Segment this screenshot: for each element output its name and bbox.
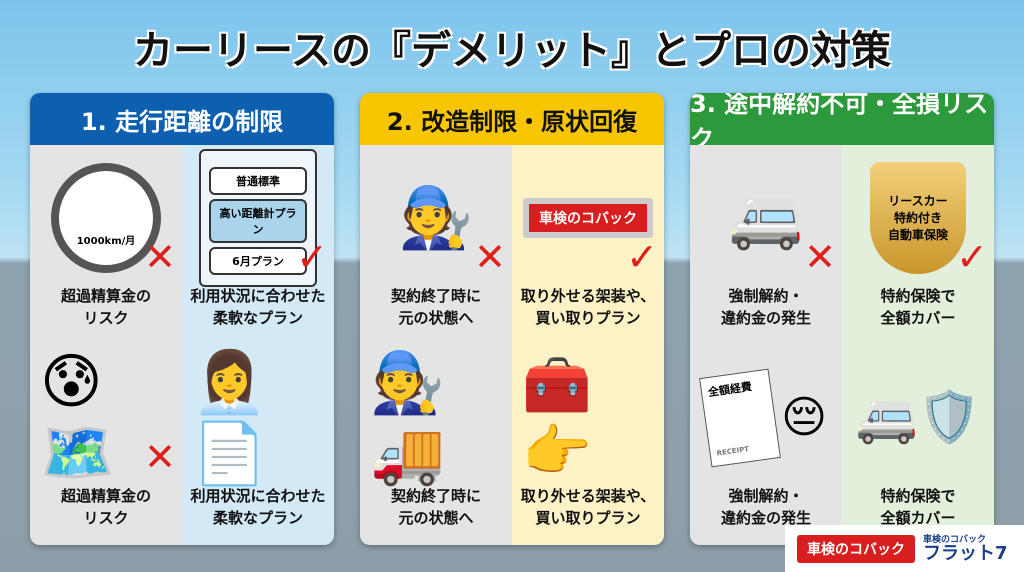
businesswoman-illustration: 👩‍💼📄 xyxy=(192,347,267,489)
cell: 1000km/月✕ 超過精算金の リスク xyxy=(30,145,182,345)
cross-icon: ✕ xyxy=(804,235,836,279)
cell: 👩‍💼📄利用状況に合わせた 柔軟なプラン xyxy=(182,345,334,545)
caption: 契約終了時に 元の状態へ xyxy=(390,287,481,327)
plan-option: 6月プラン xyxy=(209,246,307,275)
toolbox-illustration: 🧰👉 xyxy=(522,352,592,484)
cell: リースカー 特約付き 自動車保険✓特約保険で 全額カバー xyxy=(842,145,994,345)
plan-option: 普通標準 xyxy=(209,166,307,195)
caption: 強制解約・ 違約金の発生 xyxy=(720,487,811,527)
receipt-title: 全額経費 xyxy=(707,379,753,399)
flat7-logo: 車検のコバックフラット7 xyxy=(923,535,1008,563)
footer-logos: 車検のコバック 車検のコバックフラット7 xyxy=(785,525,1024,572)
check-icon: ✓ xyxy=(956,235,988,279)
caption: 取り外せる架装や、 買い取りプラン xyxy=(520,287,656,327)
kobac-sign: 車検のコバック xyxy=(523,197,653,238)
plan-option: 高い距離計プラン xyxy=(209,198,307,243)
cell: 🧑‍🔧🚚契約終了時に 元の状態へ xyxy=(360,345,512,545)
problem-column: 1000km/月✕超過精算金の リスク😰🗺️✕超過精算金の リスク xyxy=(30,145,182,545)
flat7-sub: 車検のコバック xyxy=(923,534,987,545)
caption: 強制解約・ 違約金の発生 xyxy=(720,287,811,327)
insurance-shield: リースカー 特約付き 自動車保険 xyxy=(870,161,966,274)
caption: 利用状況に合わせた 柔軟なプラン xyxy=(190,287,326,327)
caption: 利用状況に合わせた 柔軟なプラン xyxy=(190,487,326,527)
flat7-main: フラット7 xyxy=(923,542,1008,564)
problem-column: 🧑‍🔧✕契約終了時に 元の状態へ🧑‍🔧🚚契約終了時に 元の状態へ xyxy=(360,145,512,545)
receipt-label: RECEIPT xyxy=(716,444,750,458)
caption: 超過精算金の リスク xyxy=(60,287,151,327)
cross-icon: ✕ xyxy=(144,435,176,479)
panel-1: 1. 走行距離の制限 1000km/月✕超過精算金の リスク😰🗺️✕超過精算金の… xyxy=(30,93,334,545)
kobac-logo: 車検のコバック xyxy=(797,534,915,563)
cross-icon: ✕ xyxy=(474,235,506,279)
panel-heading: 1. 走行距離の制限 xyxy=(30,93,334,145)
mechanic-clipboard-illustration: 🧑‍🔧 xyxy=(398,183,474,253)
van-insurance-illustration: 🚐🛡️ xyxy=(855,388,981,446)
solution-column: リースカー 特約付き 自動車保険✓特約保険で 全額カバー🚐🛡️特約保険で 全額カ… xyxy=(842,145,994,545)
cell: 車検のコバック✓ 取り外せる架装や、 買い取りプラン xyxy=(512,145,664,345)
caption: 特約保険で 全額カバー xyxy=(880,287,956,327)
cell: 😰🗺️ ✕ 超過精算金の リスク xyxy=(30,345,182,545)
cell: 🧑‍🔧✕ 契約終了時に 元の状態へ xyxy=(360,145,512,345)
cross-icon: ✕ xyxy=(144,235,176,279)
caption: 取り外せる架装や、 買い取りプラン xyxy=(520,487,656,527)
speedometer-icon: 1000km/月 xyxy=(51,162,161,273)
cell: 🚐🛡️ 特約保険で 全額カバー xyxy=(842,345,994,545)
plan-window: 普通標準高い距離計プラン 6月プラン xyxy=(199,148,317,287)
check-icon: ✓ xyxy=(626,235,658,279)
page-title: カーリースの『デメリット』とプロの対策 xyxy=(133,28,891,74)
panel-heading: 2. 改造制限・原状回復 xyxy=(360,93,664,145)
caption: 契約終了時に 元の状態へ xyxy=(390,487,481,527)
panel-heading: 3. 途中解約不可・全損リスク xyxy=(690,93,994,153)
crashed-van-illustration: 🚐 xyxy=(728,183,804,253)
caption: 特約保険で 全額カバー xyxy=(880,487,956,527)
panel-2: 2. 改造制限・原状回復 🧑‍🔧✕契約終了時に 元の状態へ🧑‍🔧🚚契約終了時に … xyxy=(360,93,664,545)
solution-column: 車検のコバック✓取り外せる架装や、 買い取りプラン🧰👉取り外せる架装や、 買い取… xyxy=(512,145,664,545)
check-icon: ✓ xyxy=(296,235,328,279)
worried-man-map-illustration: 😰🗺️ xyxy=(40,347,115,488)
cell: 普通標準高い距離計プラン 6月プラン✓ 利用状況に合わせた 柔軟なプラン xyxy=(182,145,334,345)
mechanic-van-illustration: 🧑‍🔧🚚 xyxy=(370,347,445,489)
cell: 🚐✕ 強制解約・ 違約金の発生 xyxy=(690,145,842,345)
caption: 超過精算金の リスク xyxy=(60,487,151,527)
cell: 🧰👉取り外せる架装や、 買い取りプラン xyxy=(512,345,664,545)
